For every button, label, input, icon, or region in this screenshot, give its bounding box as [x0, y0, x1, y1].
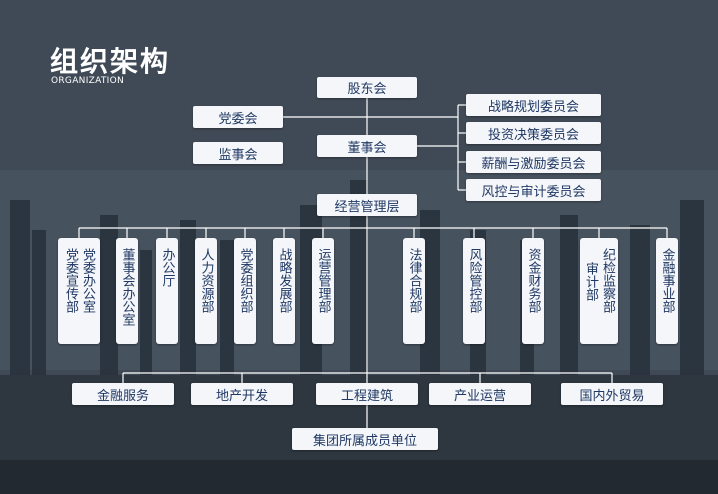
page-subtitle: ORGANIZATION: [51, 76, 125, 86]
dept-label: 金融事业部: [659, 248, 675, 313]
node-party-committee: 党委会: [193, 106, 283, 128]
page-title: 组织架构: [50, 45, 171, 78]
committee-strategy: 战略规划委员会: [466, 94, 601, 116]
dept-label: 人力资源部: [198, 248, 214, 313]
business-trade: 国内外贸易: [561, 383, 663, 405]
dept-label: 党委办公室: [80, 248, 95, 313]
dept-party-office-publicity: 党委办公室 党委宣传部: [58, 238, 100, 344]
dept-board-office: 董事会办公室: [116, 238, 138, 344]
dept-label: 党委组织部: [237, 248, 253, 313]
dept-label: 风险管控部: [466, 248, 482, 313]
dept-label: 运营管理部: [315, 248, 331, 313]
dept-label: 审计部: [583, 262, 598, 301]
dept-label: 办公厅: [159, 248, 175, 287]
business-industrial-operations: 产业运营: [429, 383, 531, 405]
committee-investment: 投资决策委员会: [466, 122, 601, 144]
dept-hr: 人力资源部: [195, 238, 217, 344]
dept-risk-control: 风险管控部: [463, 238, 485, 344]
node-group-members: 集团所属成员单位: [292, 428, 438, 450]
dept-discipline-audit: 纪检监察部 审计部: [580, 238, 618, 344]
business-real-estate: 地产开发: [191, 383, 293, 405]
committee-risk-audit: 风控与审计委员会: [466, 179, 601, 201]
dept-label: 党委宣传部: [63, 248, 78, 313]
dept-label: 资金财务部: [525, 248, 541, 313]
node-management: 经营管理层: [317, 194, 417, 216]
dept-label: 法律合规部: [406, 248, 422, 313]
dept-operations: 运营管理部: [312, 238, 334, 344]
business-construction: 工程建筑: [316, 383, 418, 405]
business-financial-services: 金融服务: [72, 383, 174, 405]
node-supervisory-board: 监事会: [193, 142, 283, 164]
node-board: 董事会: [317, 135, 417, 157]
dept-label: 纪检监察部: [600, 248, 615, 313]
dept-label: 战略发展部: [276, 248, 292, 313]
node-shareholders: 股东会: [317, 77, 417, 98]
committee-compensation: 薪酬与激励委员会: [466, 151, 601, 173]
dept-finance: 资金财务部: [522, 238, 544, 344]
dept-general-office: 办公厅: [156, 238, 178, 344]
dept-party-organization: 党委组织部: [234, 238, 256, 344]
dept-strategy-development: 战略发展部: [273, 238, 295, 344]
dept-label: 董事会办公室: [119, 248, 135, 326]
dept-financial-business: 金融事业部: [656, 238, 678, 344]
dept-legal-compliance: 法律合规部: [403, 238, 425, 344]
